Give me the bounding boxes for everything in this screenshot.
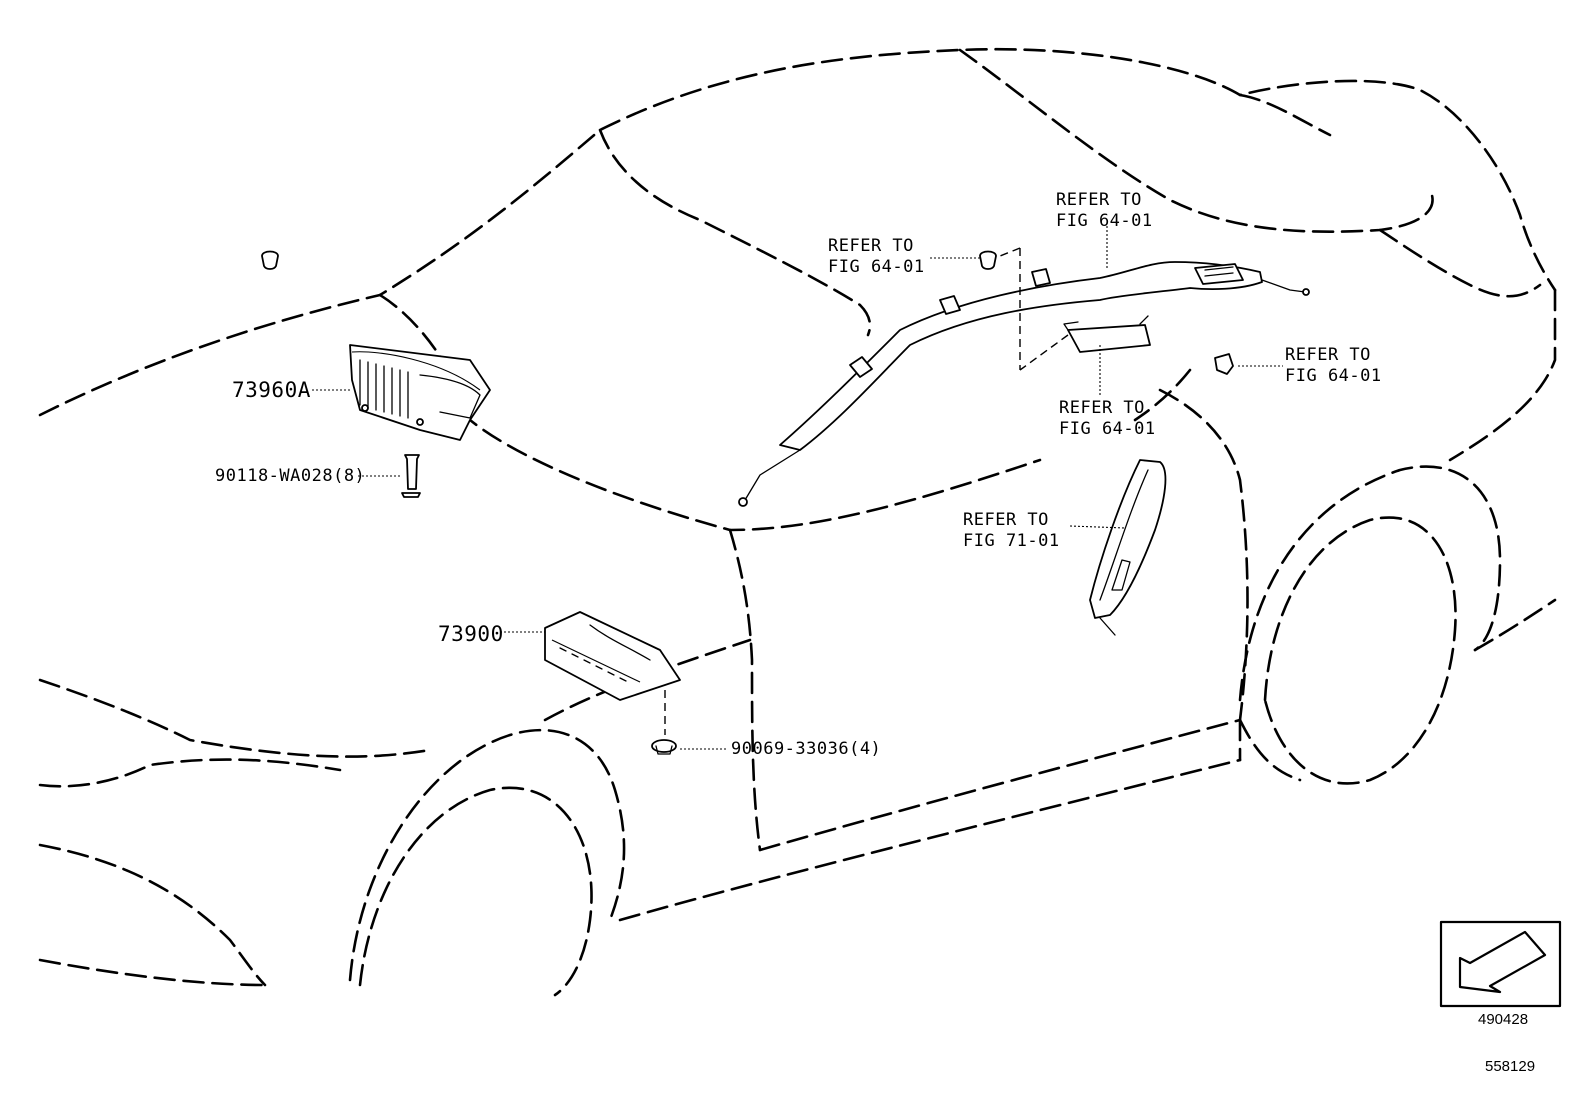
clip-top: [261, 250, 985, 270]
refer-note-mid-right: REFER TO FIG 64-01: [1285, 345, 1382, 387]
roof-bracket: [989, 247, 1151, 371]
figure-code: 558129: [1485, 1058, 1536, 1075]
refer-line-2: FIG 64-01: [1056, 211, 1153, 231]
refer-line-1: REFER TO: [1056, 190, 1142, 210]
view-code: 490428: [1478, 1011, 1529, 1028]
part-number-bolt: 90118-WA028(8): [215, 466, 366, 486]
part-number-clip: 90069-33036(4): [731, 739, 882, 759]
refer-line-1: REFER TO: [963, 510, 1049, 530]
refer-line-1: REFER TO: [1059, 398, 1145, 418]
refer-line-2: FIG 71-01: [963, 531, 1060, 551]
refer-line-1: REFER TO: [828, 236, 914, 256]
refer-note-seat: REFER TO FIG 71-01: [963, 510, 1060, 552]
knee-airbag-module: [500, 611, 728, 755]
seat-side-airbag: [1069, 459, 1167, 636]
refer-line-1: REFER TO: [1285, 345, 1371, 365]
part-number-73960a: 73960A: [232, 378, 311, 402]
view-direction-arrow-icon: [1458, 930, 1547, 994]
part-number-73900: 73900: [438, 622, 504, 646]
refer-note-mid-center: REFER TO FIG 64-01: [1059, 398, 1156, 440]
view-direction-box: [1439, 920, 1562, 1008]
passenger-airbag-module: [312, 344, 491, 498]
refer-note-top-right: REFER TO FIG 64-01: [1056, 190, 1153, 232]
refer-line-2: FIG 64-01: [1059, 419, 1156, 439]
clip-right: [1214, 353, 1283, 375]
car-body-outline: [38, 47, 1557, 997]
refer-line-2: FIG 64-01: [828, 257, 925, 277]
refer-note-top-left: REFER TO FIG 64-01: [828, 236, 925, 278]
refer-line-2: FIG 64-01: [1285, 366, 1382, 386]
curtain-airbag: [738, 261, 1310, 507]
